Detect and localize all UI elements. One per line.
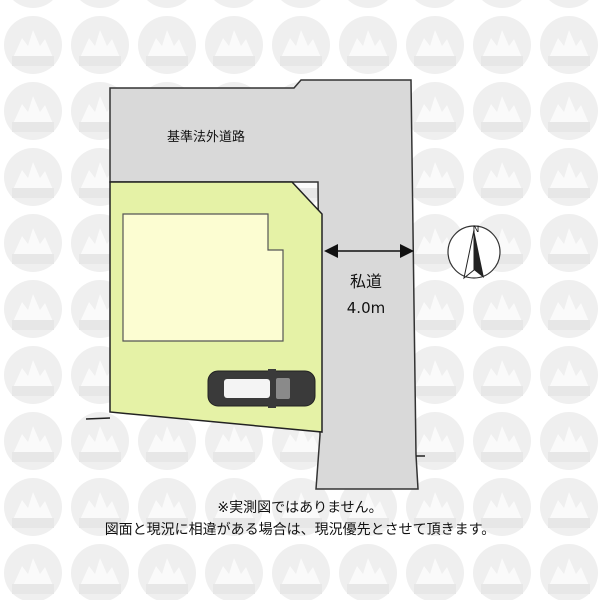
house-footprint [122,213,284,342]
private-road-width: 4.0m [347,299,385,317]
disclaimer-not-survey: ※実測図ではありません。 [217,500,383,516]
road-width-arrow [324,244,414,258]
boundary-line-left [85,417,111,420]
private-road-label: 私道 [350,272,382,291]
road-outside-law-label: 基準法外道路 [167,129,245,145]
compass-north-icon: N [447,225,501,280]
disclaimer-current-status: 図面と現況に相違がある場合は、現況優先とさせて頂きます。 [104,522,496,538]
compass-north-label: N [473,225,480,235]
car-icon [207,369,316,408]
